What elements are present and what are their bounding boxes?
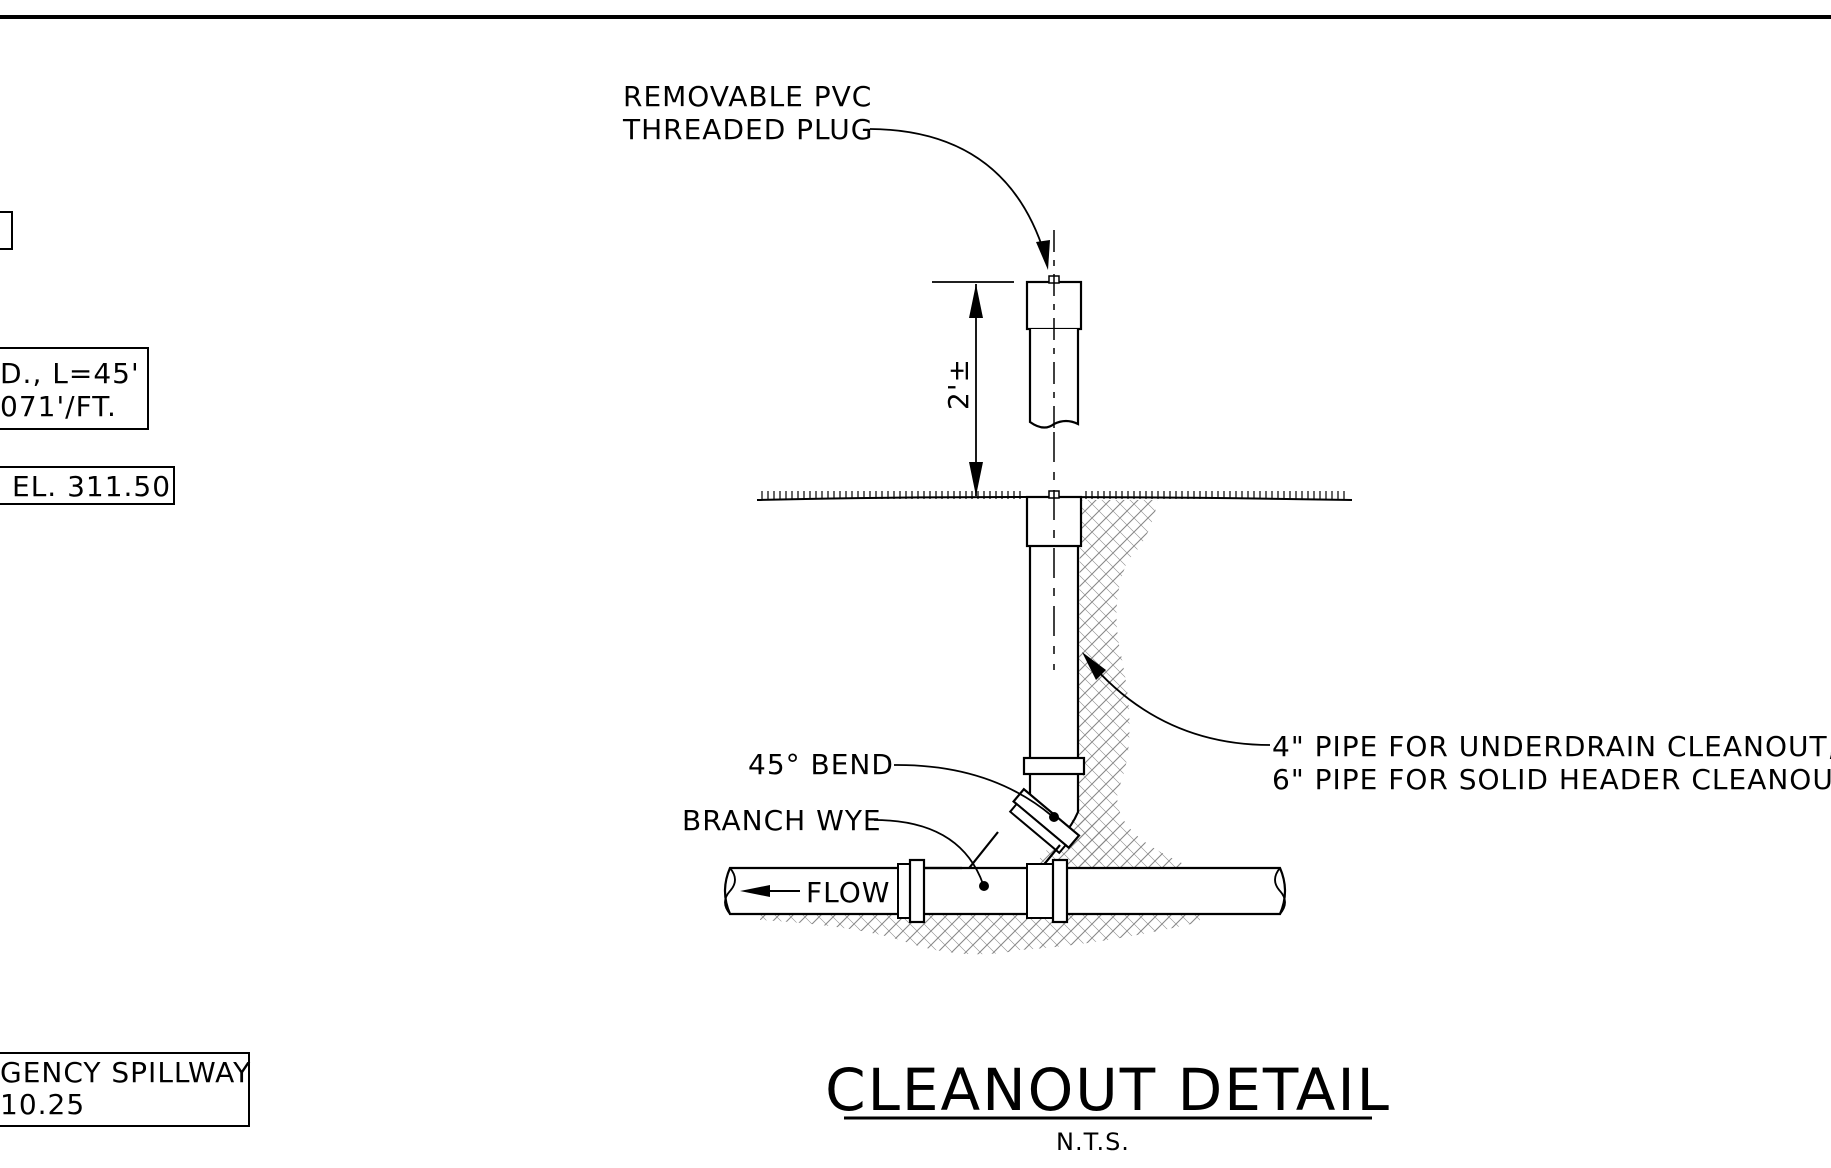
header-coupling-right-inner bbox=[1051, 858, 1069, 924]
pipe-spec-box bbox=[0, 347, 149, 430]
pipe-spec-line2: 071'/FT. bbox=[0, 390, 117, 423]
flow-label: FLOW bbox=[806, 876, 890, 909]
header-pipe-left-break bbox=[724, 867, 736, 915]
pipe-label-line1: 4" PIPE FOR UNDERDRAIN CLEANOUT, bbox=[1272, 730, 1831, 763]
header-coupling-left-inner bbox=[908, 858, 926, 924]
header-pipe-right-break bbox=[1274, 867, 1286, 915]
spillway-line2: 10.25 bbox=[0, 1088, 85, 1121]
wye-leader-dot bbox=[979, 881, 989, 891]
pipe-leader bbox=[1087, 659, 1271, 746]
plug-label-line1: REMOVABLE PVC bbox=[623, 80, 872, 113]
elevation-box bbox=[0, 466, 175, 505]
wye-leader bbox=[873, 819, 984, 885]
header-coupling-right-outer bbox=[1026, 863, 1054, 919]
pipe-label-line2: 6" PIPE FOR SOLID HEADER CLEANOU bbox=[1272, 763, 1831, 796]
plug-leader-arrow bbox=[1036, 240, 1050, 270]
fragment-box-top bbox=[0, 211, 13, 250]
wye-label: BRANCH WYE bbox=[682, 804, 882, 837]
plug-leader bbox=[869, 128, 1048, 263]
bend-leader-dot bbox=[1049, 812, 1059, 822]
flow-arrow-head bbox=[740, 885, 770, 897]
header-coupling-left-outer bbox=[897, 863, 911, 919]
dimension-label: 2'± bbox=[942, 358, 975, 410]
dimension-arrow-top bbox=[969, 284, 983, 318]
elevation-label: EL. 311.50 bbox=[12, 470, 171, 503]
branch-wye-couplings bbox=[1008, 787, 1081, 855]
scale-note: N.T.S. bbox=[1056, 1128, 1130, 1156]
soil-backfill-hatch bbox=[1078, 500, 1190, 868]
pipe-spec-line1: D., L=45' bbox=[0, 357, 140, 390]
dimension-arrow-bottom bbox=[969, 462, 983, 496]
bend-coupling bbox=[1022, 756, 1086, 776]
drawing-title: CLEANOUT DETAIL bbox=[825, 1056, 1391, 1124]
bend-leader bbox=[893, 764, 1053, 817]
soil-bedding-hatch bbox=[760, 914, 1200, 955]
spillway-line1: GENCY SPILLWAY bbox=[0, 1056, 251, 1089]
plug-label-line2: THREADED PLUG bbox=[622, 113, 873, 146]
pipe-leader-arrow bbox=[1082, 652, 1106, 680]
spillway-box bbox=[0, 1052, 250, 1127]
bend-label: 45° BEND bbox=[748, 748, 894, 781]
ground-ticks bbox=[761, 491, 1345, 499]
